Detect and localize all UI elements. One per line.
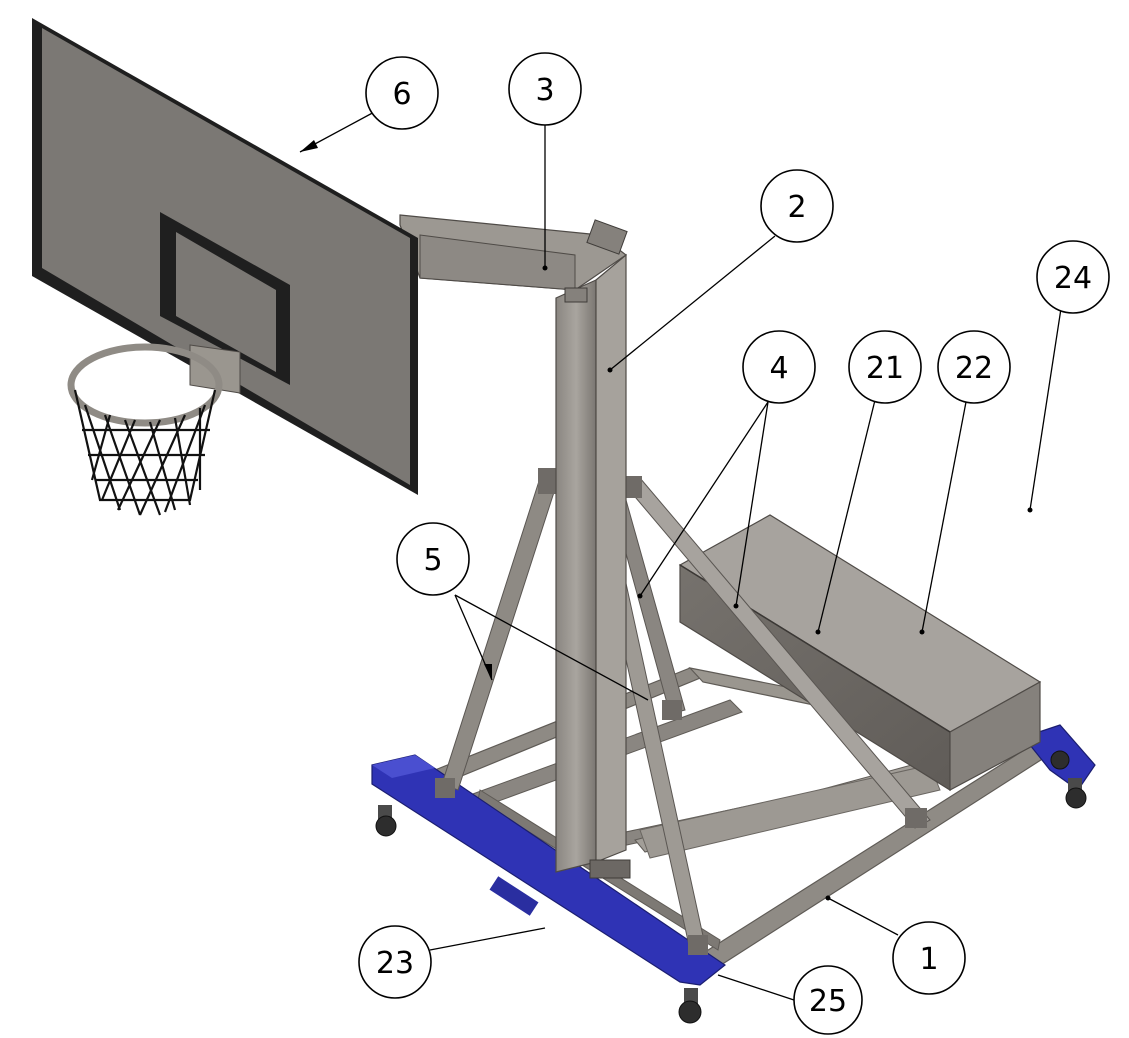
caster-front-right (678, 988, 702, 1024)
balloon-21: 21 (848, 330, 922, 404)
leader-4a (639, 401, 769, 597)
strut-hinge-4 (662, 700, 682, 720)
leader-lines (299, 109, 1063, 1003)
balloon-2-label: 2 (787, 190, 806, 225)
leader-4b-dot (733, 603, 739, 609)
hoop (67, 343, 241, 516)
balloon-23: 23 (358, 925, 432, 999)
leader-23 (429, 927, 546, 951)
strut-hinge-3 (622, 476, 642, 498)
balloon-3-label: 3 (535, 73, 554, 108)
rim (67, 343, 223, 427)
balloon-21-label: 21 (866, 351, 904, 386)
leader-22 (921, 401, 967, 633)
strut-hinge-5 (905, 808, 927, 828)
balloon-25: 25 (793, 965, 863, 1035)
leader-1 (827, 897, 899, 936)
balloons: 6 3 2 24 4 21 22 5 (358, 52, 1110, 1035)
leader-1-dot (825, 895, 831, 901)
arm-lower-plate (564, 287, 588, 303)
balloon-5-label: 5 (423, 543, 442, 578)
floor-plate (639, 764, 941, 859)
arm (399, 214, 628, 303)
balloon-6-label: 6 (392, 77, 411, 112)
caster-front-left (375, 805, 397, 837)
blue-bar-front-top (372, 755, 435, 778)
leader-25 (717, 974, 801, 1003)
balloon-4-label: 4 (769, 351, 788, 386)
leader-3-dot (542, 265, 548, 271)
caster-back-mid (1050, 750, 1070, 770)
leader-5a-arrow (484, 664, 492, 680)
leader-21-dot (815, 629, 821, 635)
arm-mount-plate (586, 219, 628, 255)
balloon-5: 5 (396, 522, 470, 596)
leader-2 (609, 235, 776, 371)
balloon-23-label: 23 (376, 946, 414, 981)
post-front (555, 279, 597, 873)
caster-back-right (1065, 778, 1087, 809)
post-base-plate (589, 859, 631, 879)
backboard-target-inner (176, 232, 276, 372)
leader-4b (735, 401, 769, 607)
blue-bar-clamp (489, 876, 539, 916)
strut-hinge-6 (435, 778, 455, 798)
leader-24-dot (1027, 507, 1033, 513)
leader-2-dot (607, 367, 613, 373)
leader-5b (454, 594, 649, 701)
balloon-22-label: 22 (955, 351, 993, 386)
balloon-22: 22 (937, 330, 1011, 404)
balloon-25-label: 25 (809, 984, 847, 1019)
balloon-4: 4 (742, 330, 816, 404)
leader-24 (1029, 301, 1063, 511)
balloon-24-label: 24 (1054, 261, 1092, 296)
leader-4a-dot (637, 593, 643, 599)
strut-hinge-1 (538, 468, 558, 494)
leader-22-dot (919, 629, 925, 635)
leader-6-arrow (300, 140, 318, 152)
strut-hinge-7 (688, 935, 708, 955)
wheel-bars (371, 724, 1096, 1024)
net (73, 389, 217, 516)
balloon-2: 2 (760, 169, 834, 243)
balloon-24: 24 (1036, 240, 1110, 314)
balloon-6: 6 (365, 56, 439, 130)
balloon-1: 1 (892, 921, 966, 995)
post-side (595, 253, 627, 863)
box-end (949, 680, 1041, 791)
backboard (32, 18, 418, 495)
main-post (555, 253, 631, 879)
balloon-1-label: 1 (919, 942, 938, 977)
leader-21 (817, 395, 877, 633)
balloon-3: 3 (508, 52, 582, 126)
